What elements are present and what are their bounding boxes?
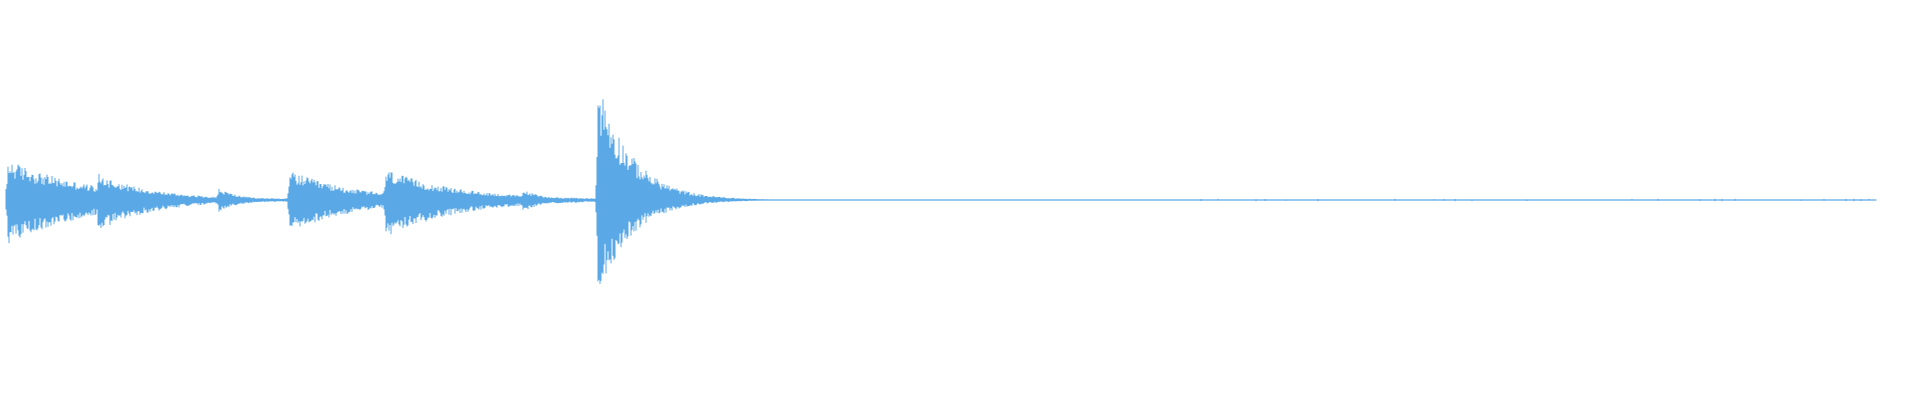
waveform-bars — [5, 99, 1877, 284]
